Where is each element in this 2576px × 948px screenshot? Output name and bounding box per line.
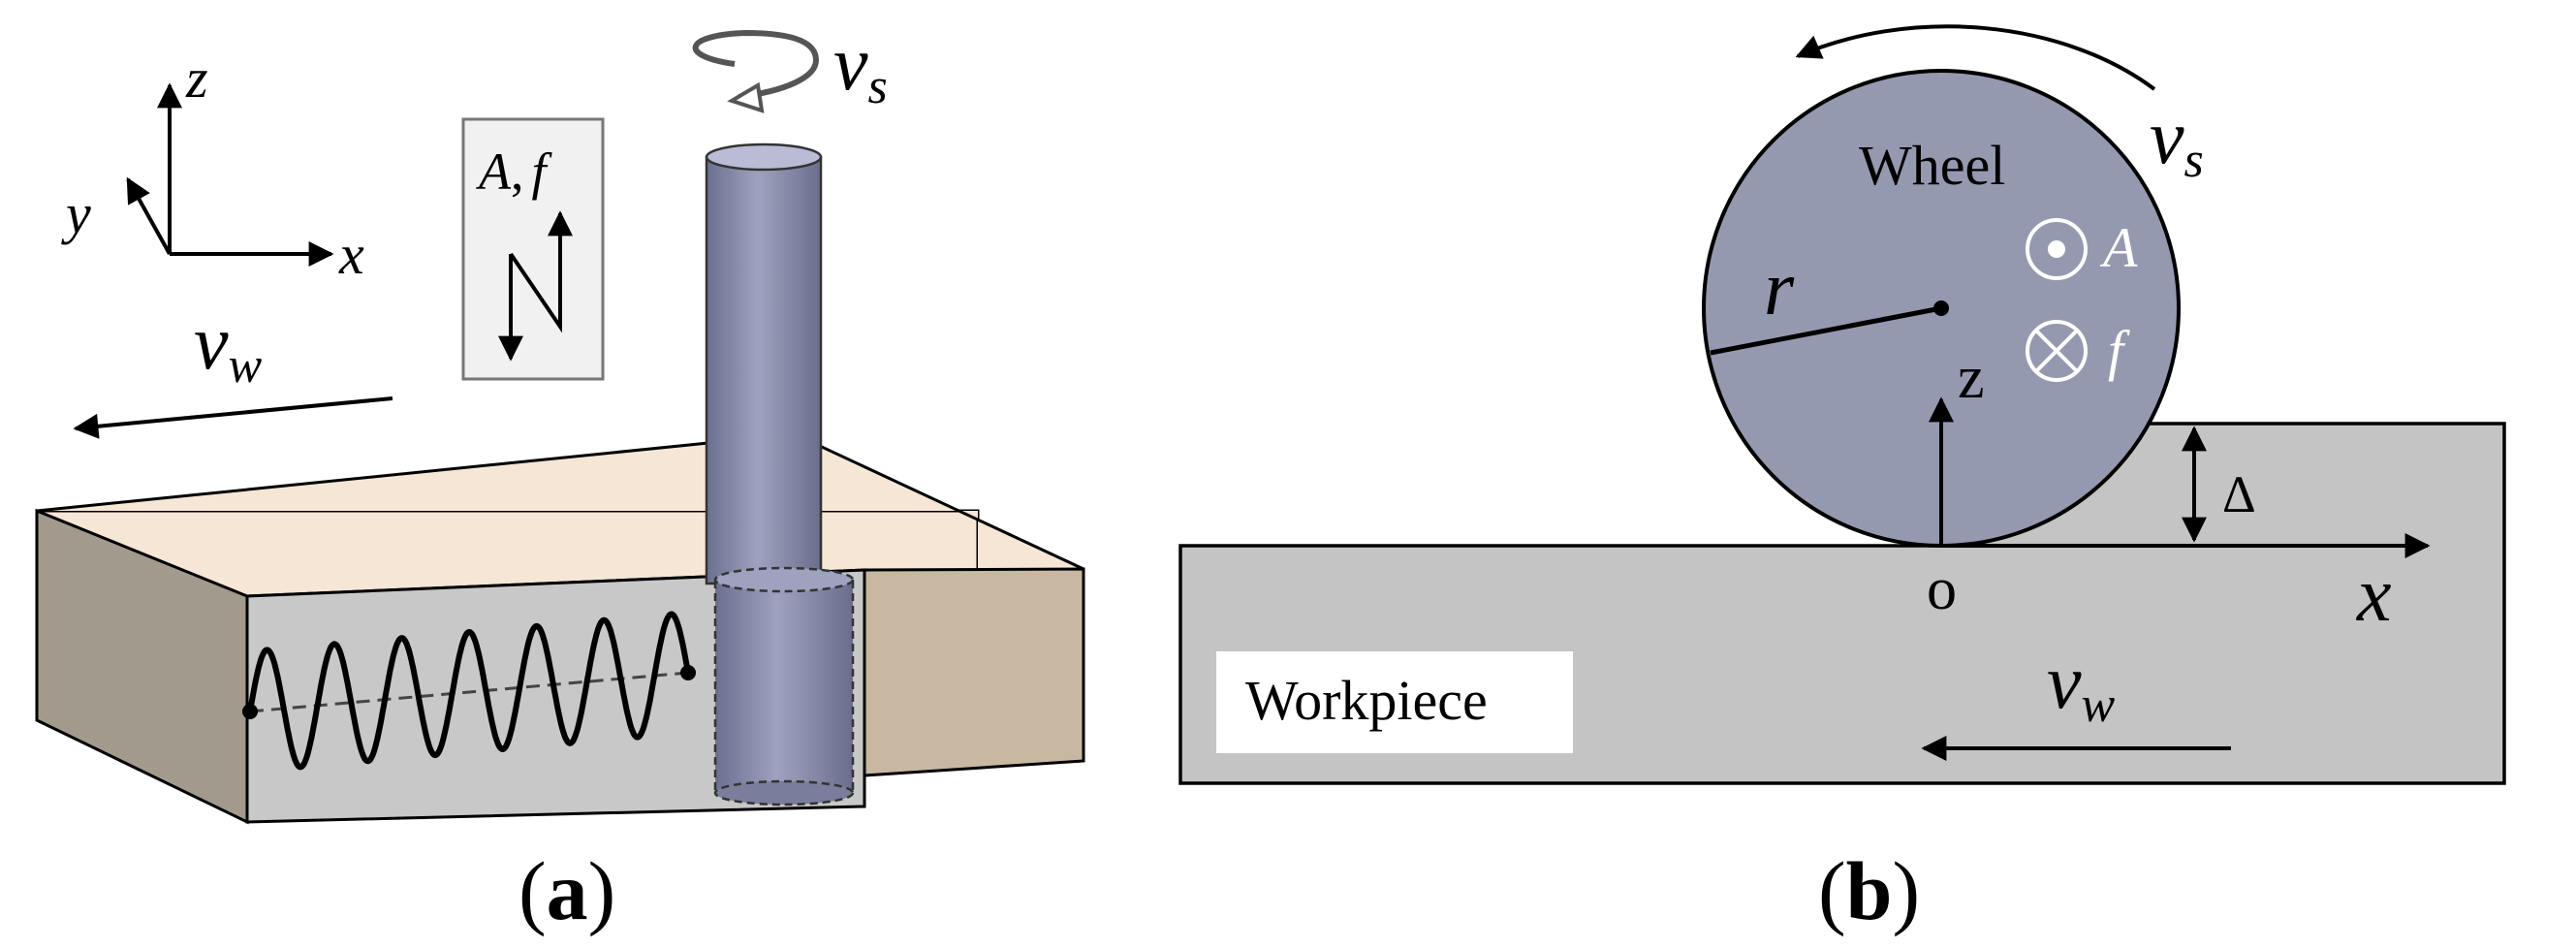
workpiece-block	[35, 432, 1085, 825]
block-right-face	[863, 567, 1085, 777]
spindle-speed-label-b: vs	[2150, 95, 2204, 188]
workpiece-speed-label-a: vw	[194, 300, 263, 394]
workpiece-speed-label-b: vw	[2047, 640, 2116, 733]
tool-upper-shaft	[705, 155, 823, 585]
modulation-box: A,f	[461, 117, 605, 381]
sine-dashed-centerline	[249, 671, 689, 713]
wheel-rotation-arrow	[1795, 24, 2156, 91]
A-label-b: A	[2099, 216, 2138, 279]
tool-bottom	[713, 779, 855, 806]
delta-label: Δ	[2222, 465, 2256, 523]
radius-line	[1710, 305, 1942, 356]
axis-y-label: y	[61, 182, 91, 245]
workpiece-label-box	[1216, 651, 1573, 753]
tool-lower-shaft	[713, 578, 855, 795]
sine-wave-path	[247, 611, 691, 771]
panel-b: Workpiece Wheel r z A f x o Δ vs	[1178, 24, 2506, 937]
wheel-center-dot	[1933, 300, 1949, 316]
z-axis-label: z	[1958, 345, 1985, 411]
sine-start-dot	[242, 704, 258, 719]
axis-x-label: x	[338, 223, 364, 286]
axis-z-label: z	[185, 47, 208, 110]
workpiece-label: Workpiece	[1245, 669, 1488, 732]
zigzag-icon	[509, 240, 562, 333]
caption-b: (b)	[1818, 844, 1920, 937]
workpiece-velocity-arrow-a	[73, 396, 393, 439]
into-plane-cross-icon	[2026, 320, 2088, 382]
panel-a: vs z y x A,f vw (a)	[35, 21, 1085, 937]
radius-label: r	[1764, 246, 1795, 332]
coordinate-axes: z y x	[61, 47, 364, 286]
origin-label: o	[1927, 556, 1957, 622]
modulation-A-label: A,f	[476, 142, 553, 201]
tool-collar	[713, 566, 855, 593]
rotation-arrow-icon	[692, 29, 820, 113]
wheel-label: Wheel	[1859, 134, 2005, 197]
caption-a: (a)	[518, 844, 615, 937]
spindle-speed-label-a: vs	[833, 21, 888, 114]
tool-top-cap	[705, 142, 823, 172]
sine-end-dot	[680, 665, 696, 680]
x-axis-label: x	[2356, 553, 2392, 638]
out-of-plane-dot-icon	[2026, 218, 2088, 280]
grinding-tool	[705, 142, 855, 806]
